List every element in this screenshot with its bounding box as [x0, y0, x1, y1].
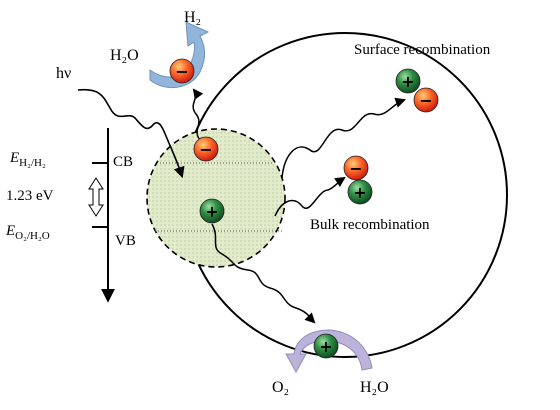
svg-text:+: +	[353, 183, 366, 202]
hole-to-surface-path	[211, 223, 316, 324]
cb-label: CB	[113, 154, 133, 170]
surface-recombination-label: Surface recombination	[354, 42, 491, 58]
electron-surface-recombination: −	[413, 87, 439, 113]
svg-text:+: +	[401, 72, 414, 91]
vb-label: VB	[115, 233, 136, 249]
hole-surface-recombination: +	[395, 68, 421, 94]
reduction-product-label: H₂	[184, 9, 201, 26]
hole-excited: +	[199, 198, 225, 224]
gap-label: 1.23 eV	[6, 188, 54, 204]
svg-text:+: +	[319, 337, 332, 356]
electron-bulk-recombination: −	[343, 155, 369, 181]
svg-text:−: −	[419, 91, 432, 110]
bulk-recombination-label: Bulk recombination	[310, 217, 430, 233]
oxidation-product-label: O₂	[272, 379, 289, 396]
hole-bulk-recombination: +	[347, 179, 373, 205]
electron-surface-top: −	[169, 58, 195, 84]
svg-text:−: −	[175, 62, 188, 81]
photon-path-arrow	[77, 88, 185, 179]
hole-surface-bottom: +	[313, 333, 339, 359]
photon-label: hν	[56, 65, 71, 82]
svg-text:+: +	[205, 202, 218, 221]
electron-excited: −	[193, 136, 219, 162]
gap-double-arrow	[88, 177, 104, 217]
oxidation-arrow	[285, 329, 373, 374]
h2-potential-label: EH₂/H₂	[9, 150, 46, 169]
electron-to-bulk-recombination-path	[274, 176, 346, 217]
electron-to-surface-recombination-path	[281, 97, 406, 179]
svg-text:−: −	[199, 140, 212, 159]
electron-to-surface-path	[192, 88, 204, 141]
reduction-reactant-label: H₂O	[110, 47, 139, 64]
oxidation-reactant-label: H₂O	[360, 379, 389, 396]
o2-potential-label: EO₂/H₂O	[5, 223, 50, 242]
svg-text:−: −	[349, 159, 362, 178]
